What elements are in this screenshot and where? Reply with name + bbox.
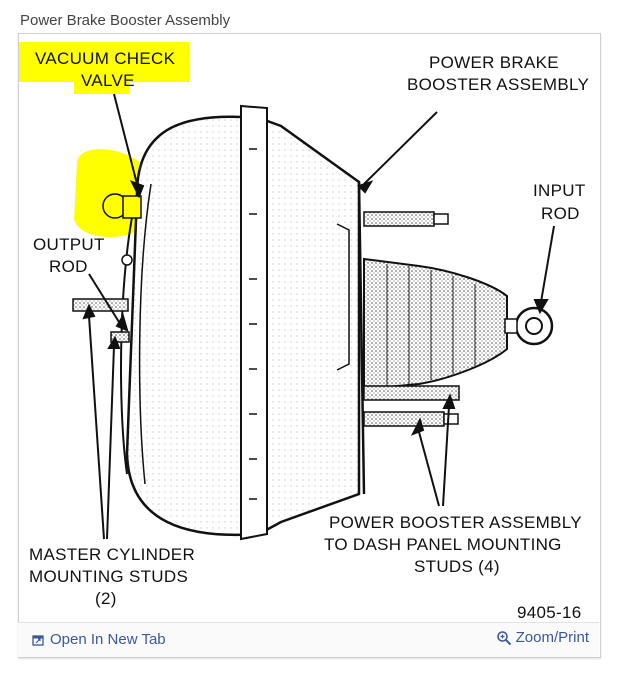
- label-dash-line3: STUDS (4): [414, 557, 500, 576]
- image-footer: Open In New Tab Zoom/Print: [18, 622, 599, 657]
- label-output-line1: OUTPUT: [33, 235, 105, 254]
- label-dash-line1: POWER BOOSTER ASSEMBLY: [329, 513, 582, 532]
- label-output-line2: ROD: [49, 257, 88, 276]
- label-input-line2: ROD: [541, 204, 580, 223]
- vacuum-label-highlight-2: [74, 72, 129, 94]
- vacuum-valve-stem: [122, 195, 142, 219]
- clamp-ring: [240, 104, 268, 541]
- page-title: Power Brake Booster Assembly: [20, 12, 231, 29]
- label-booster-line2: BOOSTER ASSEMBLY: [407, 75, 589, 94]
- new-tab-icon: [32, 634, 44, 646]
- ring-ticks: [249, 148, 257, 500]
- valve-highlight: [74, 149, 139, 238]
- zoom-print-link[interactable]: Zoom/Print: [496, 629, 589, 646]
- diagram-frame: VACUUM CHECK VALVE POWER BRAKE BOOSTER A…: [18, 33, 601, 658]
- input-rod-eye-hole: [525, 317, 543, 335]
- boot-ridges: [386, 264, 476, 386]
- dash-stud-lower-2: [363, 411, 445, 427]
- dash-stud-upper: [363, 211, 435, 227]
- open-in-new-tab-link[interactable]: Open In New Tab: [32, 631, 166, 648]
- label-dash-line2: TO DASH PANEL MOUNTING: [324, 535, 562, 554]
- magnifier-icon: [496, 630, 511, 645]
- open-in-new-tab-label: Open In New Tab: [50, 631, 166, 648]
- leader-arrows: [82, 93, 555, 540]
- rubber-boot: [363, 257, 508, 391]
- label-booster-line1: POWER BRAKE: [429, 53, 559, 72]
- booster-diagram: VACUUM CHECK VALVE POWER BRAKE BOOSTER A…: [19, 42, 589, 622]
- vacuum-grommet: [121, 254, 133, 266]
- master-stud-upper: [72, 298, 129, 312]
- input-rod: [504, 318, 518, 334]
- label-master-line3: (2): [95, 589, 117, 608]
- label-input-line1: INPUT: [533, 181, 586, 200]
- label-master-line2: MOUNTING STUDS: [29, 567, 188, 586]
- master-stud-lower: [110, 331, 130, 343]
- label-vacuum-line1: VACUUM CHECK: [35, 49, 176, 68]
- dash-stud-lower-1: [363, 385, 460, 401]
- figure-number: 9405-16: [517, 603, 582, 622]
- rear-plate: [357, 181, 366, 495]
- zoom-print-label: Zoom/Print: [515, 629, 589, 646]
- dash-stud-lower-tip: [443, 413, 459, 425]
- label-vacuum-line2: VALVE: [81, 71, 135, 90]
- rear-bracket: [336, 223, 350, 371]
- housing-seam: [138, 183, 152, 485]
- label-master-line1: MASTER CYLINDER: [29, 545, 195, 564]
- dash-stud-upper-tip: [433, 213, 449, 225]
